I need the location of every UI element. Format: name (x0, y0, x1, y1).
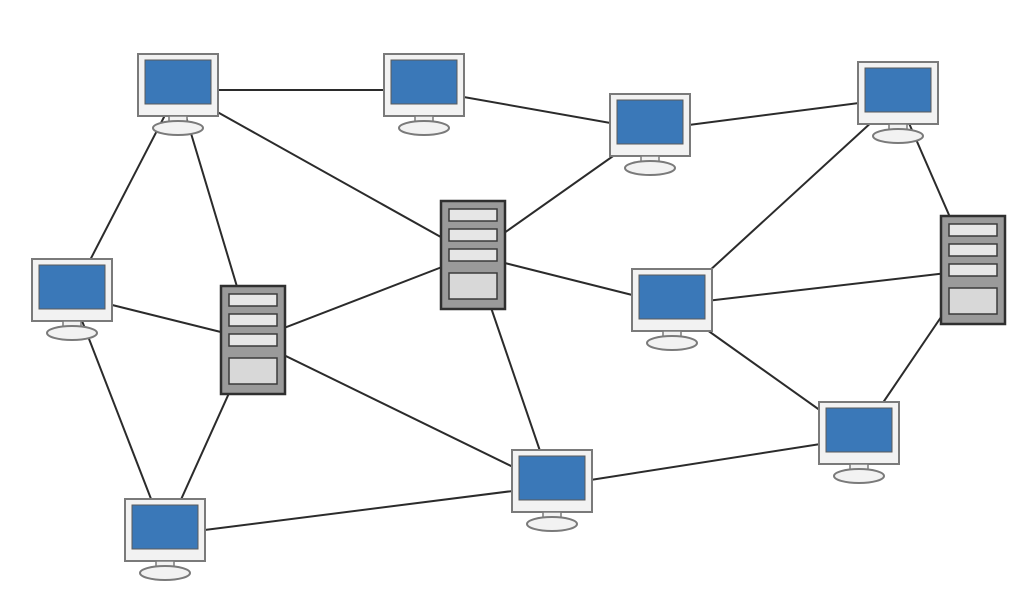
monitor-base (624, 160, 676, 176)
monitor-screen (864, 67, 932, 113)
monitor-base (398, 120, 450, 136)
monitor-screen (616, 99, 684, 145)
server-icon-server-left (219, 284, 287, 396)
nodes-layer (31, 53, 1007, 581)
computer-icon-pc-top-left (137, 53, 219, 136)
monitor-screen (390, 59, 458, 105)
server-icon-server-center (439, 199, 507, 311)
link-pc-top-left-to-server-center (177, 89, 474, 256)
monitor-screen (131, 504, 199, 550)
monitor-base (139, 565, 191, 581)
server-drive-bay (228, 293, 278, 307)
monitor-base (872, 128, 924, 144)
computer-icon-pc-bottom-center (511, 449, 593, 532)
monitor-base (46, 325, 98, 341)
server-drive-bay (948, 263, 998, 277)
computer-icon-pc-bottom-left (124, 498, 206, 581)
computer-icon-pc-left (31, 258, 113, 341)
server-drive-bay (448, 248, 498, 262)
computer-icon-pc-top-center-right (609, 93, 691, 176)
computer-icon-pc-top-right (857, 61, 939, 144)
server-icon-server-right (939, 214, 1007, 326)
monitor-base (152, 120, 204, 136)
server-drive-bay (228, 313, 278, 327)
server-panel (228, 357, 278, 385)
computer-icon-pc-center-right (631, 268, 713, 351)
server-drive-bay (948, 223, 998, 237)
server-panel (448, 272, 498, 300)
computer-icon-pc-bottom-right (818, 401, 900, 484)
link-pc-bottom-center-to-pc-bottom-right (551, 437, 860, 487)
link-server-left-to-server-center (252, 254, 474, 341)
server-drive-bay (448, 208, 498, 222)
monitor-screen (144, 59, 212, 105)
computer-icon-pc-top-center (383, 53, 465, 136)
monitor-screen (38, 264, 106, 310)
monitor-base (833, 468, 885, 484)
server-drive-bay (228, 333, 278, 347)
server-drive-bay (948, 243, 998, 257)
link-server-left-to-pc-bottom-center (252, 339, 553, 487)
monitor-screen (638, 274, 706, 320)
server-drive-bay (448, 228, 498, 242)
server-panel (948, 287, 998, 315)
monitor-base (526, 516, 578, 532)
monitor-base (646, 335, 698, 351)
link-pc-bottom-left-to-pc-bottom-center (164, 485, 553, 536)
monitor-screen (518, 455, 586, 501)
link-pc-center-right-to-server-right (671, 269, 974, 306)
monitor-screen (825, 407, 893, 453)
link-pc-top-center-right-to-pc-top-right (649, 97, 899, 131)
